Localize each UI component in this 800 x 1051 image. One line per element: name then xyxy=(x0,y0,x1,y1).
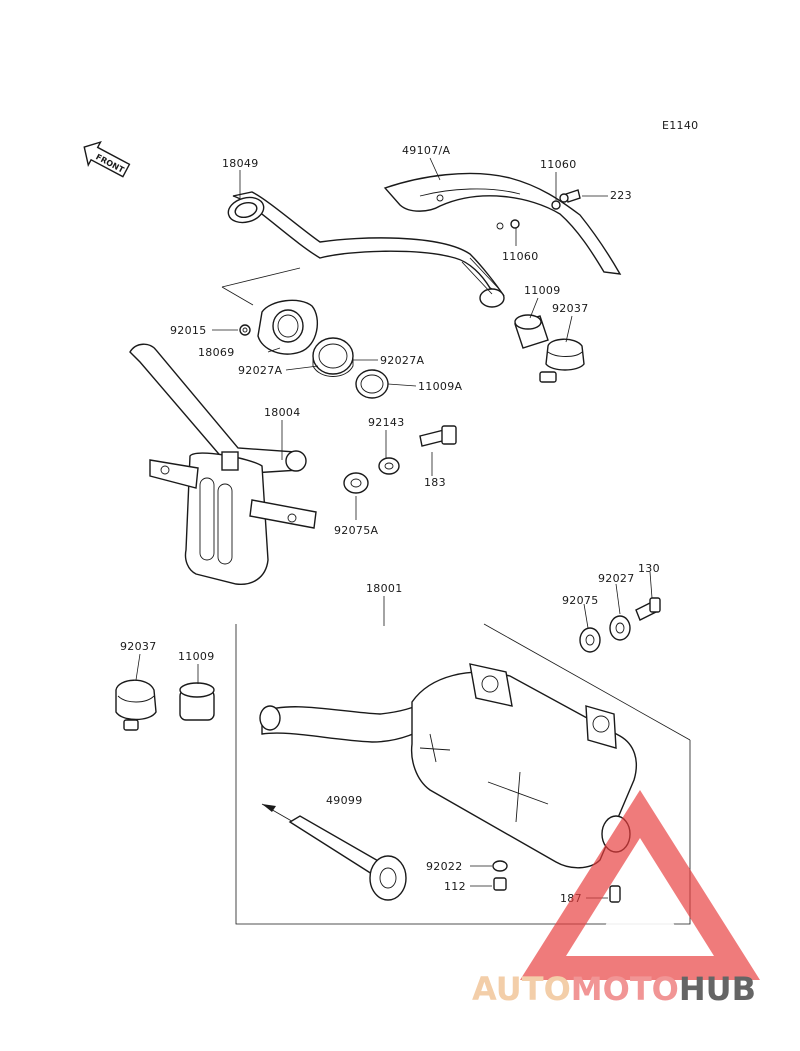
sleeve-11009-upper xyxy=(514,314,549,349)
collar-92143 xyxy=(378,457,400,475)
label-92022: 92022 xyxy=(426,860,463,873)
label-92037-upper: 92037 xyxy=(552,302,589,315)
label-92027A-left: 92027A xyxy=(238,364,282,377)
automotohub-logo: AUTOMOTOHUB xyxy=(472,790,760,1008)
label-49099: 49099 xyxy=(326,794,363,807)
label-92015: 92015 xyxy=(170,324,207,337)
label-11060-top: 11060 xyxy=(540,158,577,171)
label-130: 130 xyxy=(638,562,660,575)
nut-92015 xyxy=(239,324,251,336)
bolt-223 xyxy=(559,189,581,203)
washer-92022 xyxy=(492,860,508,872)
label-11060-bottom: 11060 xyxy=(502,250,539,263)
label-92143: 92143 xyxy=(368,416,405,429)
muffler-18001 xyxy=(259,663,638,869)
gasket-92027A xyxy=(312,337,354,377)
label-11009-upper: 11009 xyxy=(524,284,561,297)
label-18069: 18069 xyxy=(198,346,235,359)
grommet-92075A xyxy=(343,472,369,494)
label-11009-lower: 11009 xyxy=(178,650,215,663)
part-labels: 18049 49107/A 11060 223 11060 11009 9203… xyxy=(120,144,660,905)
front-arrow-icon: FRONT xyxy=(83,140,131,178)
heat-shield-49107 xyxy=(383,172,622,275)
bolt-183 xyxy=(419,425,457,447)
flange-18069 xyxy=(221,267,319,355)
gasket-11009A xyxy=(355,369,389,399)
watermark-text: AUTOMOTOHUB xyxy=(472,970,756,1008)
label-49107: 49107/A xyxy=(402,144,450,157)
label-18004: 18004 xyxy=(264,406,301,419)
exhaust-pipe-18049 xyxy=(227,191,505,308)
label-223: 223 xyxy=(610,189,632,202)
bolt-187 xyxy=(609,885,621,903)
detail-frame xyxy=(235,623,691,925)
clamp-92037-upper xyxy=(539,338,585,383)
nut-11060-top xyxy=(551,200,561,210)
bolt-130 xyxy=(635,597,661,621)
watermark-triangle-icon xyxy=(520,790,760,980)
label-92075A: 92075A xyxy=(334,524,378,537)
label-92027: 92027 xyxy=(598,572,635,585)
label-112: 112 xyxy=(444,880,466,893)
clamp-92037-lower xyxy=(115,679,157,731)
label-92075: 92075 xyxy=(562,594,599,607)
muffler-18004 xyxy=(129,343,317,585)
watermark-auto: AUTO xyxy=(472,970,571,1008)
watermark-hub: HUB xyxy=(679,970,756,1008)
nut-11060-bottom xyxy=(510,219,520,229)
spark-arrester-49099 xyxy=(261,803,407,901)
collar-92027 xyxy=(609,615,631,641)
label-18001: 18001 xyxy=(366,582,403,595)
sleeve-11009-lower xyxy=(179,682,215,721)
watermark-moto: MOTO xyxy=(571,970,679,1008)
label-11009A: 11009A xyxy=(418,380,462,393)
label-18049: 18049 xyxy=(222,157,259,170)
label-92027A-right: 92027A xyxy=(380,354,424,367)
label-183: 183 xyxy=(424,476,446,489)
bolt-112 xyxy=(493,877,507,891)
grommet-92075 xyxy=(579,627,601,653)
diagram-code: E1140 xyxy=(662,119,698,132)
watermark-triangle-inner xyxy=(600,868,680,934)
label-92037-lower: 92037 xyxy=(120,640,157,653)
